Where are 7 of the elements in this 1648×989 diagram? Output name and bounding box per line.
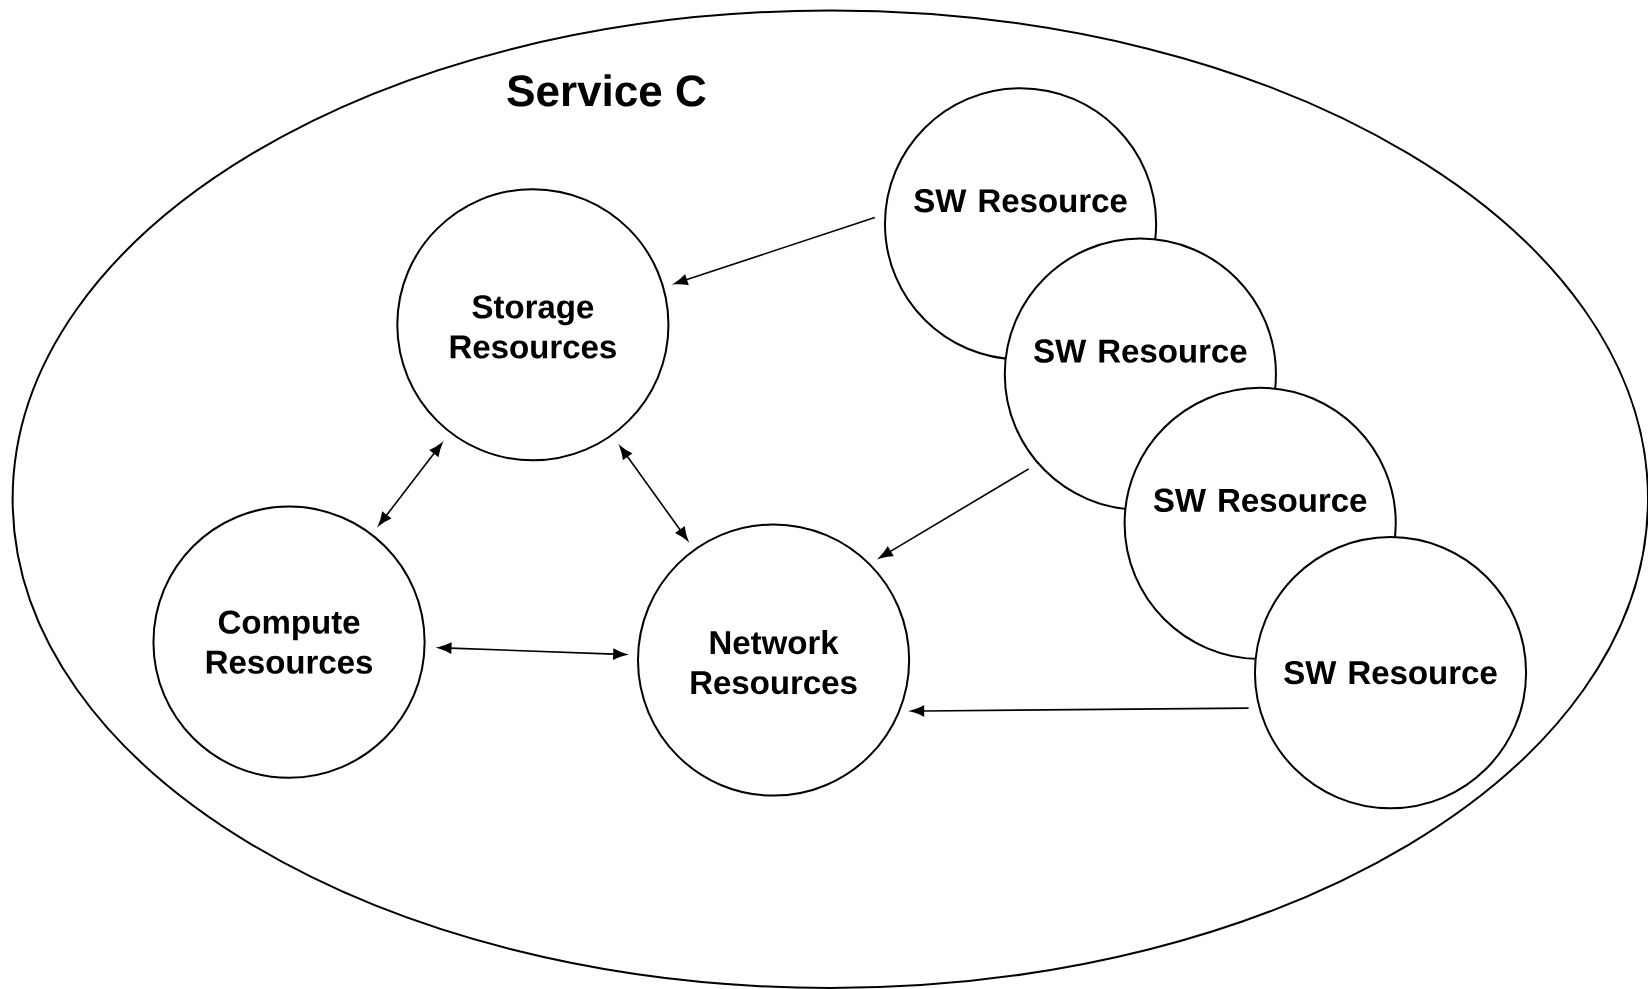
arrow (378, 442, 443, 526)
title: Service C (507, 74, 706, 107)
arrow (674, 216, 876, 286)
arrow (619, 445, 689, 541)
arrow (438, 642, 627, 660)
arrow (879, 468, 1030, 559)
arrow (910, 705, 1250, 717)
